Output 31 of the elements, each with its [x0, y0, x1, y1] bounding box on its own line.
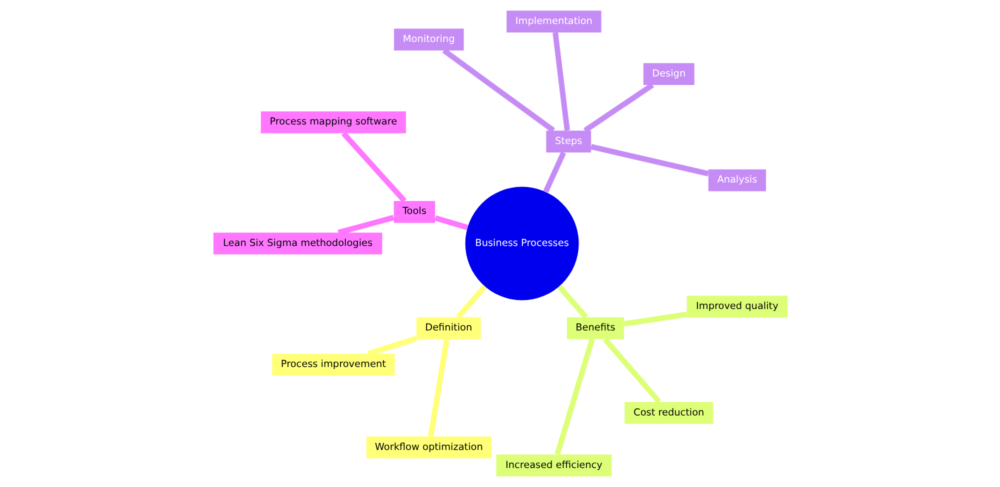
connector — [428, 338, 449, 437]
connector — [542, 151, 566, 193]
connector — [337, 214, 394, 236]
node-box: Monitoring — [393, 28, 464, 50]
node-box: Design — [642, 63, 694, 85]
node-box: Increased efficiency — [496, 454, 612, 476]
node-box: Improved quality — [686, 296, 788, 318]
connector — [582, 82, 654, 133]
connector — [590, 144, 708, 176]
node-box: Benefits — [566, 317, 624, 340]
connector — [456, 284, 486, 319]
connector — [366, 336, 417, 356]
node-box: Process mapping software — [260, 111, 406, 134]
node-box: Process improvement — [272, 354, 394, 376]
connector — [554, 338, 594, 456]
node-box: Workflow optimization — [366, 436, 491, 458]
connector — [340, 132, 406, 203]
node-box: Steps — [546, 130, 591, 152]
node-box: Definition — [416, 317, 480, 340]
node-box: Cost reduction — [624, 402, 713, 424]
connector — [552, 32, 570, 131]
node-box: Tools — [393, 200, 435, 223]
node-circle: Business Processes — [464, 186, 578, 300]
node-box: Lean Six Sigma methodologies — [212, 232, 382, 254]
connector — [556, 284, 588, 319]
node-box: Implementation — [506, 10, 601, 32]
connector — [623, 312, 687, 327]
connector — [602, 338, 661, 404]
connector — [434, 215, 468, 230]
node-box: Analysis — [708, 169, 766, 192]
connector — [442, 48, 555, 133]
